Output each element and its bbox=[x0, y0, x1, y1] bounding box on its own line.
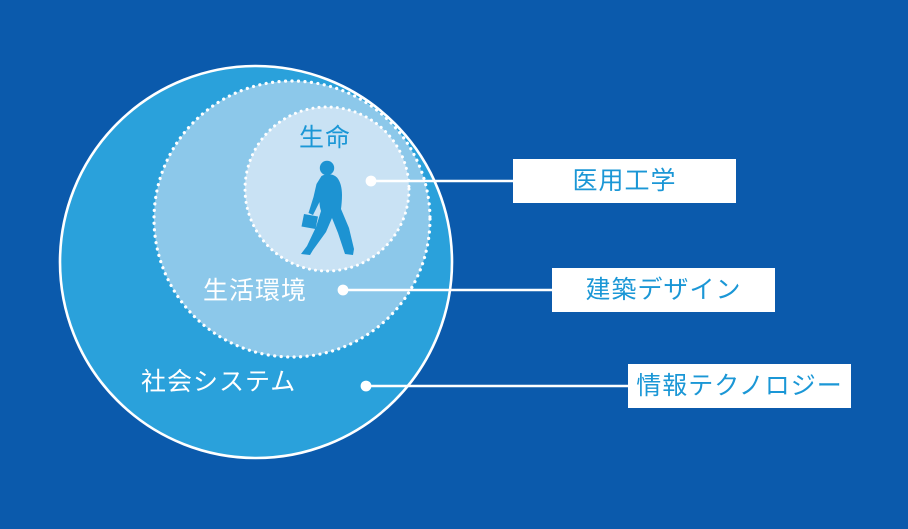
callout-information-technology: 情報テクノロジー bbox=[628, 364, 851, 408]
connector-dot-medical bbox=[365, 175, 377, 187]
callout-architectural-design: 建築デザイン bbox=[552, 268, 775, 312]
connector-dot-architecture bbox=[337, 284, 349, 296]
ring-label-social-system: 社会システム bbox=[141, 368, 297, 396]
callout-medical-engineering: 医用工学 bbox=[513, 159, 736, 203]
person-icon bbox=[301, 160, 354, 255]
ring-label-living-environment: 生活環境 bbox=[203, 277, 308, 305]
connector-dot-it bbox=[360, 380, 372, 392]
ring-label-life: 生命 bbox=[298, 124, 352, 152]
